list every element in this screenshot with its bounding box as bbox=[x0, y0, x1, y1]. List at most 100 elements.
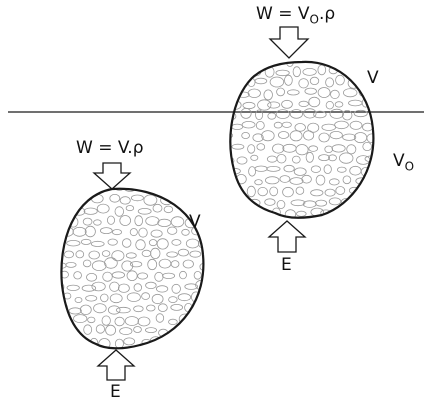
pebble bbox=[230, 132, 234, 139]
pebble bbox=[67, 193, 81, 204]
pebble bbox=[182, 259, 194, 269]
pebble bbox=[349, 165, 362, 176]
pebble bbox=[266, 165, 281, 172]
pebble bbox=[137, 272, 149, 280]
pebble bbox=[199, 262, 204, 271]
pebble bbox=[309, 76, 320, 86]
pebble bbox=[125, 205, 135, 212]
pebble bbox=[61, 270, 69, 279]
pebble bbox=[68, 307, 82, 315]
pebble bbox=[63, 250, 75, 259]
pebble bbox=[310, 165, 321, 173]
pebble bbox=[360, 208, 374, 217]
pebble bbox=[158, 258, 172, 269]
upper-weight-label: W = VO.ρ bbox=[256, 4, 336, 27]
pebble bbox=[301, 174, 312, 184]
pebble bbox=[163, 188, 175, 194]
pebble bbox=[90, 240, 105, 247]
pebble bbox=[300, 56, 308, 61]
pebble bbox=[111, 250, 125, 262]
pebble bbox=[313, 110, 327, 119]
pebble bbox=[317, 87, 331, 98]
pebble bbox=[370, 175, 374, 184]
pebble bbox=[109, 281, 120, 292]
pebble bbox=[101, 250, 111, 257]
pebble bbox=[289, 109, 303, 119]
pebble bbox=[315, 199, 328, 207]
pebble bbox=[85, 295, 98, 302]
pebble bbox=[170, 303, 184, 311]
pebble bbox=[178, 337, 193, 347]
pebble bbox=[119, 196, 131, 205]
pebble bbox=[275, 69, 290, 77]
pebble bbox=[231, 123, 244, 130]
pebble bbox=[61, 196, 65, 205]
pebble bbox=[295, 186, 305, 195]
pebble bbox=[348, 210, 358, 217]
pebble bbox=[170, 260, 180, 268]
pebble bbox=[298, 78, 309, 89]
pebble bbox=[242, 101, 256, 110]
pebble bbox=[86, 272, 98, 282]
pebble bbox=[282, 143, 297, 153]
pebble bbox=[137, 208, 152, 215]
pebble bbox=[265, 176, 280, 185]
pebble bbox=[102, 271, 113, 282]
upper-weight-label-suffix: .ρ bbox=[318, 4, 336, 24]
lower-weight-arrow bbox=[92, 162, 132, 190]
pebble bbox=[304, 87, 317, 95]
submerged-volume-sub: O bbox=[404, 159, 415, 174]
pebble bbox=[157, 303, 168, 313]
pebble bbox=[282, 186, 294, 198]
pebble bbox=[230, 111, 237, 121]
pebble bbox=[93, 303, 107, 314]
pebble bbox=[190, 337, 204, 345]
pebble bbox=[107, 305, 121, 315]
pebble bbox=[250, 154, 259, 161]
pebble bbox=[162, 272, 176, 279]
pebble bbox=[168, 318, 178, 325]
pebble bbox=[61, 236, 64, 247]
pebble bbox=[191, 188, 200, 193]
pebble bbox=[109, 293, 123, 304]
pebble bbox=[91, 260, 107, 272]
lower-body-texture bbox=[61, 188, 204, 349]
pebble bbox=[291, 155, 301, 164]
pebble bbox=[334, 120, 349, 130]
pebble bbox=[125, 252, 137, 259]
pebble bbox=[321, 123, 337, 131]
pebble bbox=[335, 208, 347, 218]
pebble bbox=[129, 228, 138, 237]
pebble bbox=[82, 259, 92, 268]
pebble bbox=[119, 215, 131, 226]
pebble bbox=[284, 74, 293, 86]
pebble bbox=[267, 101, 281, 109]
pebble bbox=[348, 99, 363, 107]
pebble bbox=[279, 175, 291, 183]
pebble bbox=[62, 188, 71, 192]
pebble bbox=[264, 198, 276, 206]
pebble bbox=[270, 61, 282, 66]
pebble bbox=[187, 315, 202, 323]
pebble bbox=[150, 247, 161, 259]
pebble bbox=[366, 133, 374, 143]
pebble bbox=[165, 339, 179, 347]
pebble bbox=[236, 156, 248, 165]
pebble bbox=[329, 131, 343, 140]
pebble bbox=[105, 324, 116, 336]
pebble bbox=[339, 152, 354, 164]
upper-weight-label-sub: O bbox=[309, 12, 319, 27]
pebble bbox=[124, 316, 139, 326]
pebble bbox=[272, 143, 285, 154]
pebble bbox=[111, 271, 126, 279]
pebble bbox=[141, 292, 151, 300]
pebble bbox=[61, 340, 71, 348]
pebble bbox=[335, 74, 345, 86]
pebble bbox=[276, 199, 286, 209]
pebble bbox=[324, 145, 334, 153]
pebble bbox=[230, 156, 235, 165]
pebble bbox=[114, 316, 125, 327]
pebble bbox=[231, 206, 243, 218]
pebble bbox=[257, 61, 269, 63]
upper-weight-arrow bbox=[268, 26, 310, 59]
